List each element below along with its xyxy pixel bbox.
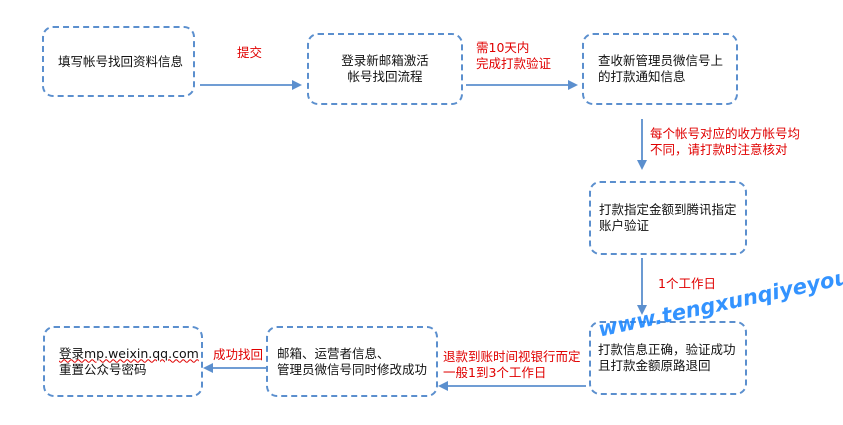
step-text-line: 登录新邮箱激活 (341, 53, 429, 68)
edge-text-line: 提交 (237, 45, 263, 60)
step-text-line: 账户验证 (599, 218, 650, 233)
edge-label-refund-time: 退款到账时间视银行而定 一般1到3个工作日 (443, 349, 581, 381)
edge-text-line: 一般1到3个工作日 (443, 365, 547, 380)
edge-label-account-note: 每个帐号对应的收方帐号均 不同，请打款时注意核对 (650, 126, 800, 158)
step-check-payment-notice: 查收新管理员微信号上 的打款通知信息 (582, 33, 738, 105)
step-text-line: 打款信息正确，验证成功 (598, 342, 736, 357)
step-verification-success: 打款信息正确，验证成功 且打款金额原路退回 (589, 321, 747, 395)
edge-label-submit: 提交 (237, 45, 262, 61)
step-text-line: 填写帐号找回资料信息 (58, 53, 184, 69)
step-text-line: 的打款通知信息 (598, 69, 686, 84)
step-text-line: 登录mp.weixin.qq.com (59, 345, 199, 361)
edge-label-recovered: 成功找回 (213, 347, 263, 363)
step-text-line: 打款指定金额到腾讯指定 (599, 202, 737, 217)
step-text-line: 管理员微信号同时修改成功 (277, 361, 428, 377)
edge-label-one-workday: 1个工作日 (658, 276, 716, 292)
edge-text-line: 1个工作日 (658, 276, 716, 291)
step-reset-password: 登录mp.weixin.qq.com 重置公众号密码 (43, 326, 203, 397)
step-transfer-amount: 打款指定金额到腾讯指定 账户验证 (589, 181, 747, 255)
step-text-line: 重置公众号密码 (59, 361, 147, 377)
edge-label-10-days: 需10天内 完成打款验证 (476, 40, 551, 72)
step-text-line: 且打款金额原路退回 (598, 358, 711, 373)
step-activate-new-email: 登录新邮箱激活 帐号找回流程 (307, 33, 463, 105)
edge-text-line: 不同，请打款时注意核对 (650, 142, 788, 157)
step-text-line: 邮箱、运营者信息、 (277, 345, 390, 361)
edge-text-line: 退款到账时间视银行而定 (443, 349, 581, 364)
edge-text-line: 完成打款验证 (476, 56, 552, 71)
step-info-modified: 邮箱、运营者信息、 管理员微信号同时修改成功 (266, 326, 438, 397)
edge-text-line: 需10天内 (476, 40, 530, 55)
step-text-line: 查收新管理员微信号上 (598, 53, 724, 68)
edge-text-line: 每个帐号对应的收方帐号均 (650, 126, 801, 141)
step-fill-recovery-info: 填写帐号找回资料信息 (42, 26, 195, 97)
step-text-line: 帐号找回流程 (347, 69, 423, 84)
edge-text-line: 成功找回 (213, 347, 264, 362)
